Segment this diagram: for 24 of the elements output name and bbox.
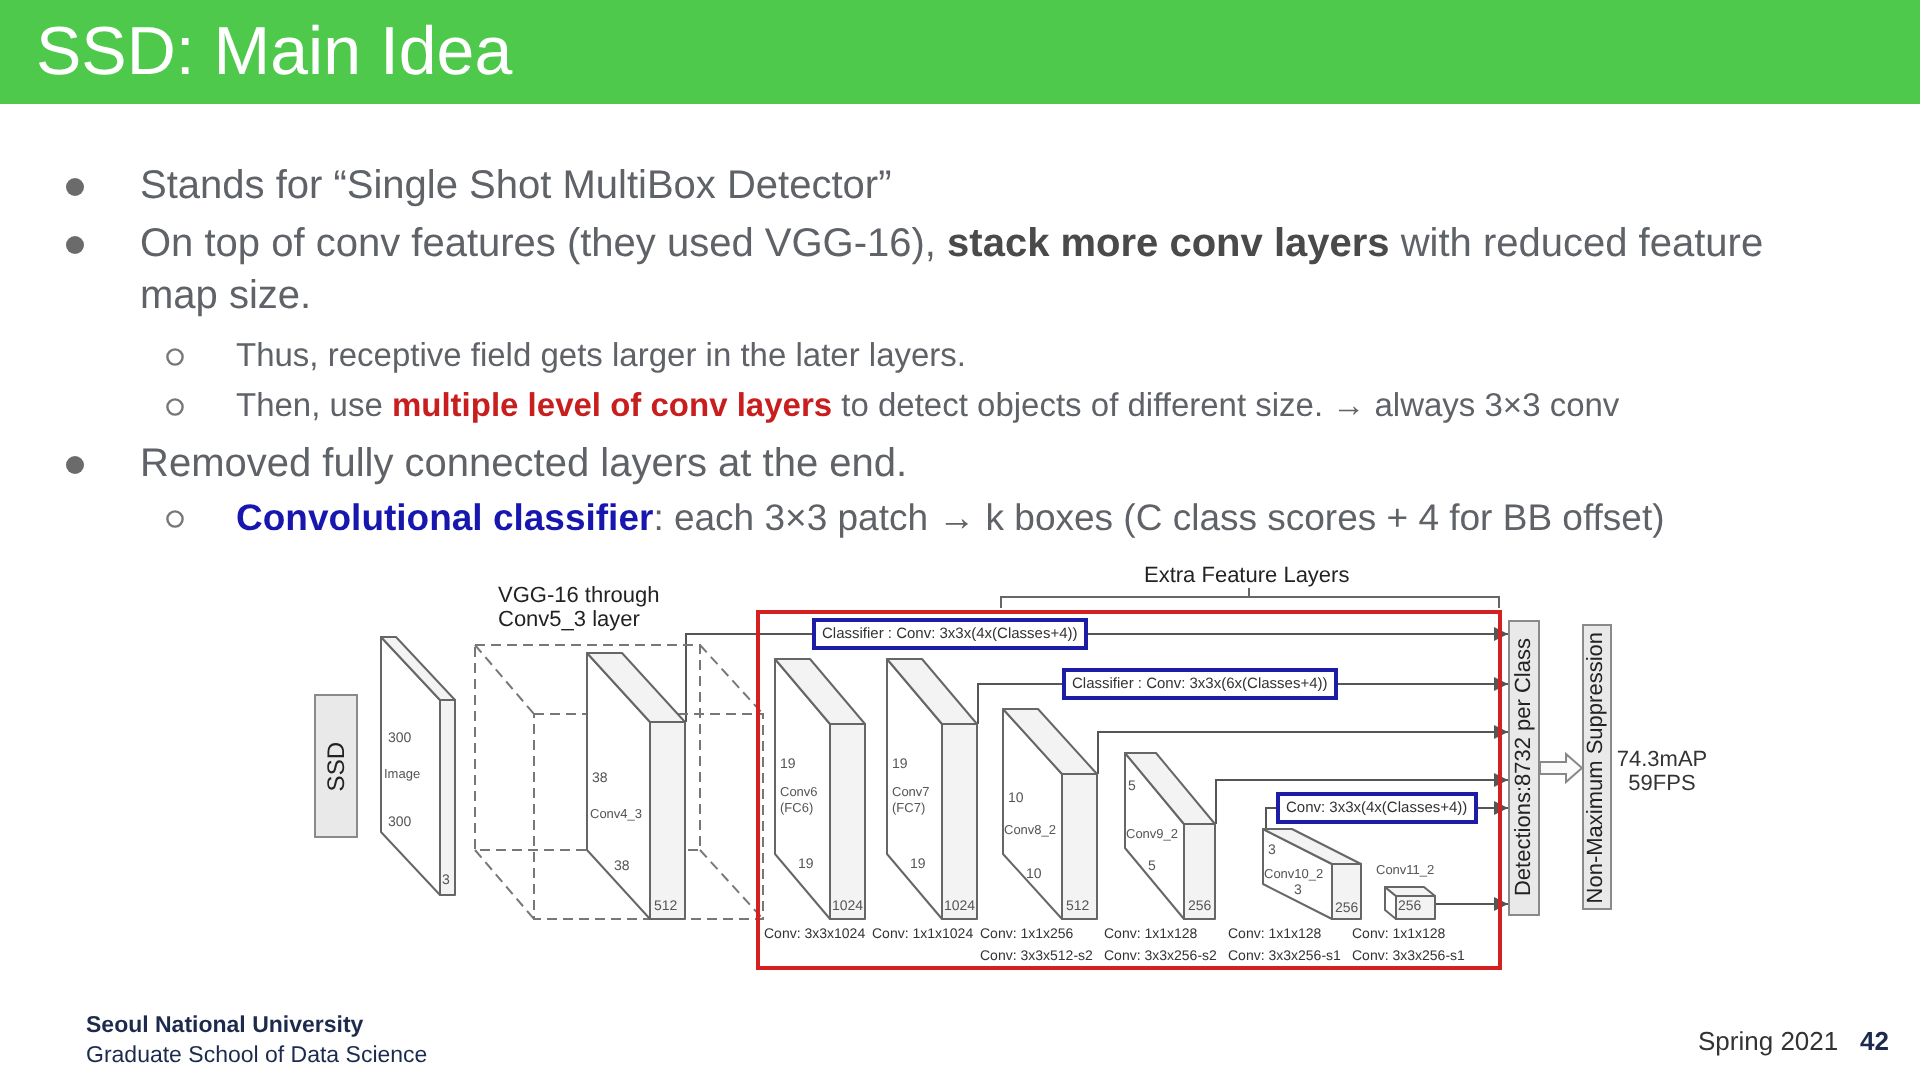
vertical-label-box bbox=[1508, 620, 1540, 916]
vertical-label-box bbox=[314, 694, 358, 838]
bullet-text: Stands for “Single Shot MultiBox Detector” bbox=[140, 162, 894, 212]
block-arrow bbox=[1539, 751, 1584, 785]
university-name: Seoul National University bbox=[86, 1012, 364, 1041]
semester-label: Spring 2021 bbox=[1698, 1026, 1839, 1058]
block-heading: VGG-16 through Conv5_3 layer bbox=[498, 584, 662, 632]
rotated-text: Non-Maximum Suppression bbox=[1584, 631, 1610, 903]
arrow bbox=[1435, 897, 1509, 911]
arrow bbox=[1215, 773, 1509, 825]
slide-title: SSD: Main Idea bbox=[36, 14, 513, 90]
bullet-text: Removed fully connected layers at the end. bbox=[140, 440, 910, 490]
bullet-text: Thus, receptive field gets larger in the later layers. bbox=[236, 336, 969, 378]
bullet-text: Then, use multiple level of conv layers to detect objects of different size. → always 3×3 conv bbox=[236, 386, 1622, 428]
vertical-label-box bbox=[1582, 624, 1612, 910]
bracket-label: Extra Feature Layers bbox=[1144, 562, 1350, 590]
rotated-text: SSD bbox=[322, 741, 350, 791]
rotated-text: Detections:8732 per Class bbox=[1511, 638, 1537, 897]
school-name: Graduate School of Data Science bbox=[86, 1042, 428, 1071]
arrow bbox=[1097, 725, 1509, 775]
bullet-text: Convolutional classifier: each 3×3 patch → k boxes (C class scores + 4 for BB offset) bbox=[236, 494, 1667, 542]
page-number: 42 bbox=[1860, 1026, 1889, 1058]
metric-label: 74.3mAP 59FPS bbox=[1616, 748, 1708, 796]
bullet-text: On top of conv features (they used VGG-16), stack more conv layers with reduced feature map size. bbox=[140, 220, 1766, 322]
